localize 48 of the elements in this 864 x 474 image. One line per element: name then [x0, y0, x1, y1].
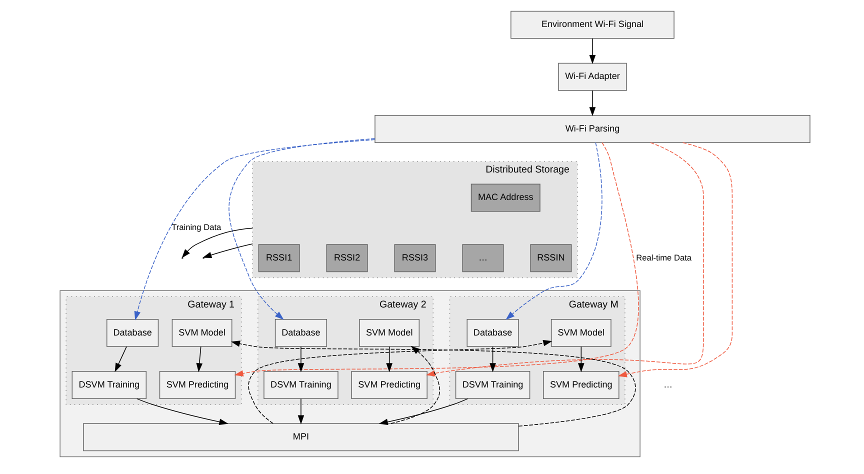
- arrow: [386, 346, 392, 372]
- node-box: Database: [466, 318, 519, 347]
- arrow: [298, 398, 304, 424]
- arrow: [228, 138, 376, 320]
- node-box: Wi-Fi Adapter: [558, 62, 627, 91]
- node-box: SVM Predicting: [351, 371, 428, 399]
- node-box: DSVM Training: [72, 371, 147, 399]
- arrow: [234, 142, 639, 377]
- node-box: SVM Predicting: [543, 371, 620, 399]
- node-box: Database: [106, 318, 159, 347]
- node-box: SVM Predicting: [159, 371, 236, 399]
- arrow: [182, 228, 254, 258]
- arrow: [589, 90, 596, 116]
- arrow: [196, 346, 203, 372]
- node-box: DSVM Training: [264, 371, 338, 399]
- node-box: …: [462, 244, 504, 272]
- node-box: SVM Model: [359, 318, 420, 347]
- arrow: [578, 346, 584, 372]
- node-box: DSVM Training: [455, 371, 530, 399]
- arrow: [248, 340, 552, 424]
- arrow: [618, 142, 733, 378]
- arrow: [506, 142, 602, 320]
- arrow: [202, 243, 254, 258]
- arrow: [134, 139, 376, 320]
- node-box: SVM Model: [550, 318, 612, 347]
- node-box: RSSI1: [258, 244, 300, 272]
- node-box: RSSIN: [530, 244, 572, 272]
- arrow: [378, 398, 468, 426]
- arrow: [114, 346, 127, 372]
- arrow: [298, 346, 304, 372]
- label: …: [663, 379, 673, 390]
- arrow: [589, 38, 596, 64]
- cluster: [60, 290, 640, 458]
- arrow: [490, 346, 496, 372]
- node-box: SVM Model: [172, 318, 232, 347]
- arrow: [390, 346, 440, 424]
- node-box: Database: [274, 318, 328, 347]
- arrow: [230, 340, 636, 427]
- node-box: MAC Address: [470, 184, 540, 212]
- edge-label: Training Data: [172, 222, 222, 232]
- arrow: [136, 398, 228, 425]
- node-box: Environment Wi-Fi Signal: [510, 10, 674, 39]
- arrow: [426, 142, 704, 376]
- node-box: RSSI2: [326, 244, 368, 272]
- node-box: MPI: [83, 423, 519, 452]
- node-box: Wi-Fi Parsing: [374, 115, 810, 143]
- edge-label: Real-time Data: [636, 252, 692, 262]
- node-box: RSSI3: [394, 244, 436, 272]
